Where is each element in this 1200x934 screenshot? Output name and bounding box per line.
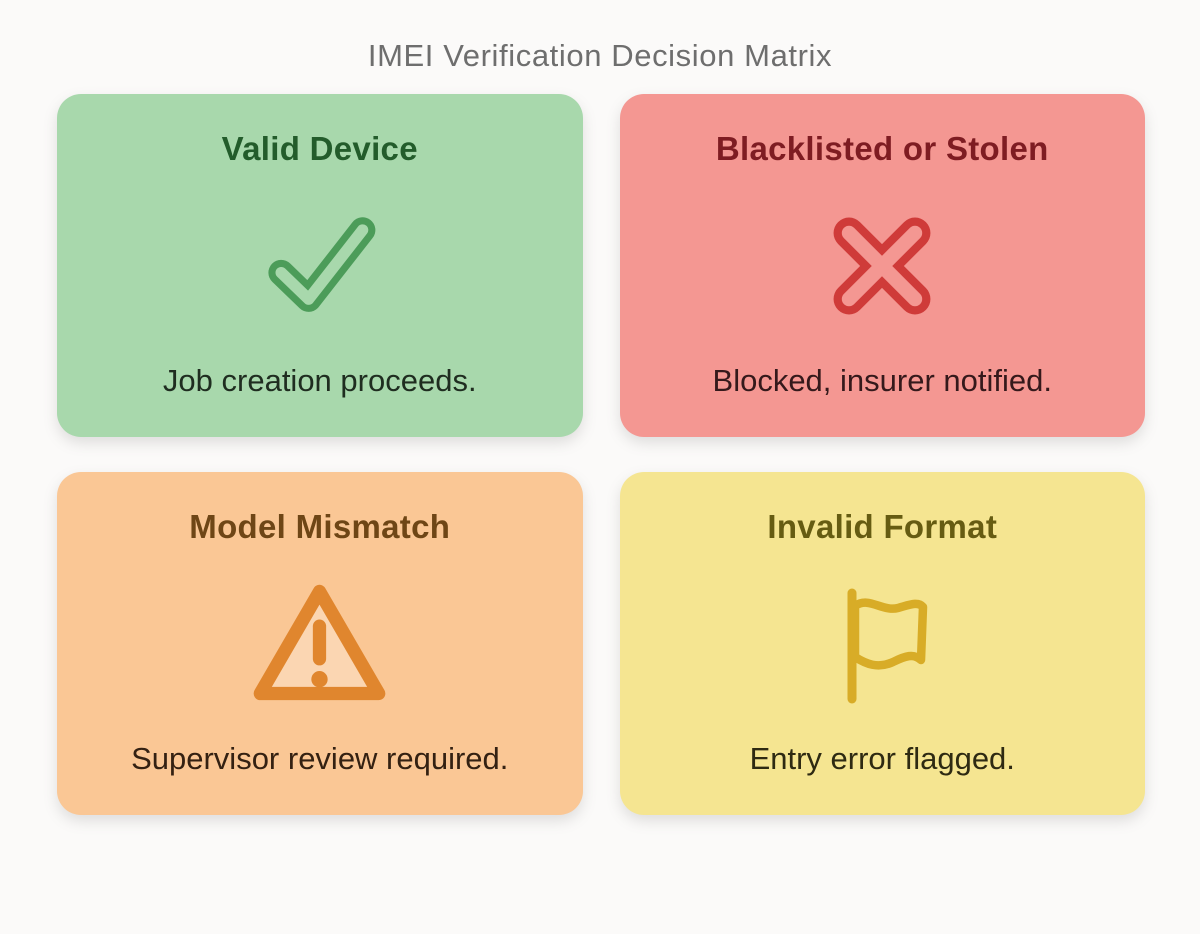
check-icon — [249, 168, 391, 363]
card-invalid-format: Invalid Format Entry error flagged. — [619, 472, 1145, 815]
x-icon — [815, 168, 949, 363]
card-valid-device: Valid Device Job creation proceeds. — [57, 94, 583, 437]
card-description: Job creation proceeds. — [162, 363, 477, 398]
card-blacklisted-or-stolen: Blacklisted or Stolen Blocked, insurer n… — [619, 94, 1145, 437]
card-description: Entry error flagged. — [749, 741, 1015, 776]
card-description: Supervisor review required. — [131, 741, 509, 776]
page-title: IMEI Verification Decision Matrix — [367, 38, 833, 73]
flag-icon — [822, 546, 942, 741]
card-title: Blacklisted or Stolen — [715, 130, 1049, 167]
warning-triangle-icon — [246, 546, 394, 741]
card-title: Model Mismatch — [189, 508, 451, 545]
card-title: Valid Device — [221, 130, 418, 167]
card-description: Blocked, insurer notified. — [712, 363, 1052, 398]
card-model-mismatch: Model Mismatch Supervisor review require… — [57, 472, 583, 815]
card-title: Invalid Format — [767, 508, 998, 545]
decision-matrix: Valid Device Job creation proceeds. Blac… — [57, 94, 1145, 815]
